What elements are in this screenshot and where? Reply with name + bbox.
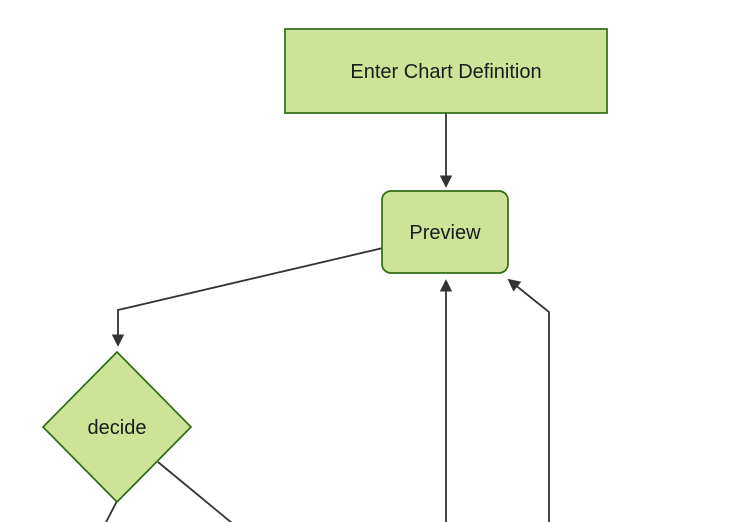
edge-decide-to-offscreen-right bbox=[157, 461, 233, 522]
edge-layer bbox=[105, 113, 550, 522]
enter-chart-definition-box bbox=[284, 28, 608, 114]
node-enter-chart-definition: Enter Chart Definition bbox=[284, 28, 608, 114]
decide-diamond bbox=[41, 350, 193, 504]
node-preview: Preview bbox=[381, 190, 509, 274]
preview-label: Preview bbox=[409, 222, 481, 244]
edge-decide-to-offscreen-left bbox=[105, 500, 118, 522]
decide-label: decide bbox=[88, 417, 147, 439]
preview-box bbox=[381, 190, 509, 274]
enter-chart-definition-label: Enter Chart Definition bbox=[350, 61, 541, 83]
edge-offscreen-to-preview-corner bbox=[507, 278, 550, 522]
edge-preview-to-decide bbox=[111, 247, 384, 347]
node-decide: decide bbox=[41, 350, 193, 504]
